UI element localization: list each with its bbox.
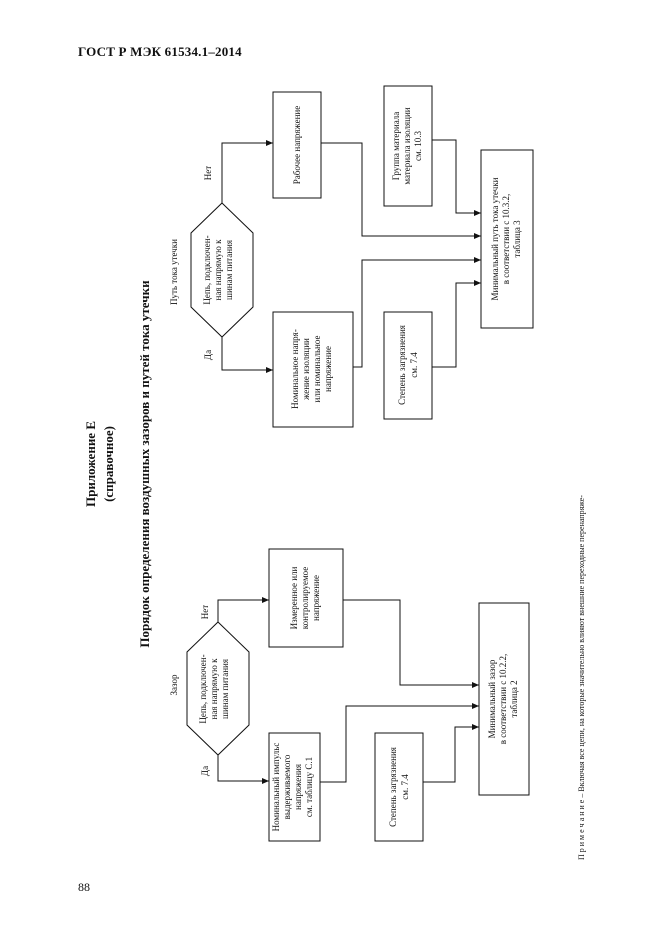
creepage-material-line-2: материала изоляции xyxy=(402,107,412,184)
clearance-measured-line-1: Измеренное или xyxy=(289,566,299,629)
clearance-pollution-line-2: см. 7.4 xyxy=(400,774,410,800)
clearance-result-line-3: таблица 2 xyxy=(509,680,519,717)
clearance-measured-box xyxy=(268,548,344,648)
clearance-yes-label: Да xyxy=(200,766,210,776)
creepage-material-box xyxy=(383,85,433,207)
clearance-yes-connector xyxy=(217,755,269,784)
clearance-decision-line-1: Цепь, подключен- xyxy=(198,654,208,723)
annex-heading: Порядок определения воздушных зазоров и … xyxy=(137,280,152,648)
creepage-result-line-2: в соответствии с 10.3.2, xyxy=(501,194,511,285)
clearance-impulse-line-4: см. таблицу С.1 xyxy=(304,757,314,817)
page-number: 88 xyxy=(78,880,90,894)
annex-subtitle: (справочное) xyxy=(101,426,116,502)
clearance-result-line-1: Минимальный зазор xyxy=(487,659,497,738)
clearance-impulse-connector xyxy=(320,703,479,783)
creepage-label: Путь тока утечки xyxy=(169,239,179,305)
clearance-pollution-box xyxy=(374,732,424,842)
creepage-rated-line-3: или номинальное xyxy=(312,336,322,403)
creepage-decision-line-3: шинам питания xyxy=(224,240,234,300)
clearance-result-line-2: в соответствии с 10.2.2, xyxy=(498,654,508,745)
creepage-result-line-3: таблица 3 xyxy=(512,220,522,258)
creepage-rated-box xyxy=(272,311,354,428)
creepage-pollution-line-2: см. 7.4 xyxy=(409,352,419,378)
creepage-rated-line-4: напряжение xyxy=(323,346,333,392)
creepage-rated-line-2: жение изоляции xyxy=(301,338,311,401)
creepage-material-line-3: см. 10.3 xyxy=(413,131,423,161)
document-header: ГОСТ Р МЭК 61534.1–2014 xyxy=(78,44,242,59)
creepage-rated-connector xyxy=(353,257,481,368)
creepage-decision-text: Цепь, подключен- ная напрямую к шинам пи… xyxy=(202,235,234,304)
creepage-pollution-line-1: Степень загрязнения xyxy=(397,325,407,405)
creepage-result-line-1: Минимальный путь тока утечки xyxy=(490,177,500,300)
clearance-measured-line-2: контролируемое xyxy=(300,567,310,630)
clearance-decision-line-3: шинам питания xyxy=(220,659,230,719)
clearance-impulse-line-3: напряжения xyxy=(293,764,303,810)
creepage-pollution-connector xyxy=(432,280,481,368)
creepage-material-connector xyxy=(432,139,481,216)
clearance-no-label: Нет xyxy=(200,605,210,619)
creepage-result-box xyxy=(480,149,534,329)
clearance-no-connector xyxy=(217,597,269,622)
clearance-pollution-line-1: Степень загрязнения xyxy=(388,747,398,827)
clearance-decision-line-2: ная напрямую к xyxy=(209,658,219,720)
clearance-label: Зазор xyxy=(169,674,179,696)
creepage-rated-line-1: Номинальное напря- xyxy=(290,329,300,409)
creepage-decision-line-1: Цепь, подключен- xyxy=(202,235,212,304)
creepage-no-label: Нет xyxy=(203,166,213,180)
clearance-measured-connector xyxy=(343,599,479,688)
creepage-working-text: Рабочее напряжение xyxy=(292,106,302,184)
creepage-material-line-1: Группа материала xyxy=(391,112,401,181)
clearance-impulse-line-2: выдерживаемого xyxy=(282,754,292,819)
clearance-decision-text: Цепь, подключен- ная напрямую к шинам пи… xyxy=(198,654,230,723)
clearance-impulse-line-1: Номинальный импульс xyxy=(271,743,281,832)
creepage-decision-line-2: ная напрямую к xyxy=(213,239,223,301)
creepage-working-connector xyxy=(321,142,481,239)
clearance-impulse-box xyxy=(268,732,321,842)
footnote: П р и м е ч а н и е – Включая все цепи, … xyxy=(577,495,586,860)
clearance-measured-line-3: напряжение xyxy=(311,575,321,621)
creepage-working-box xyxy=(272,91,322,199)
creepage-yes-label: Да xyxy=(203,350,213,360)
creepage-pollution-box xyxy=(383,311,433,420)
annex-title: Приложение E xyxy=(83,421,98,507)
clearance-pollution-connector xyxy=(423,724,479,783)
creepage-no-connector xyxy=(221,140,273,203)
clearance-result-box xyxy=(478,602,530,796)
creepage-yes-connector xyxy=(221,337,273,373)
